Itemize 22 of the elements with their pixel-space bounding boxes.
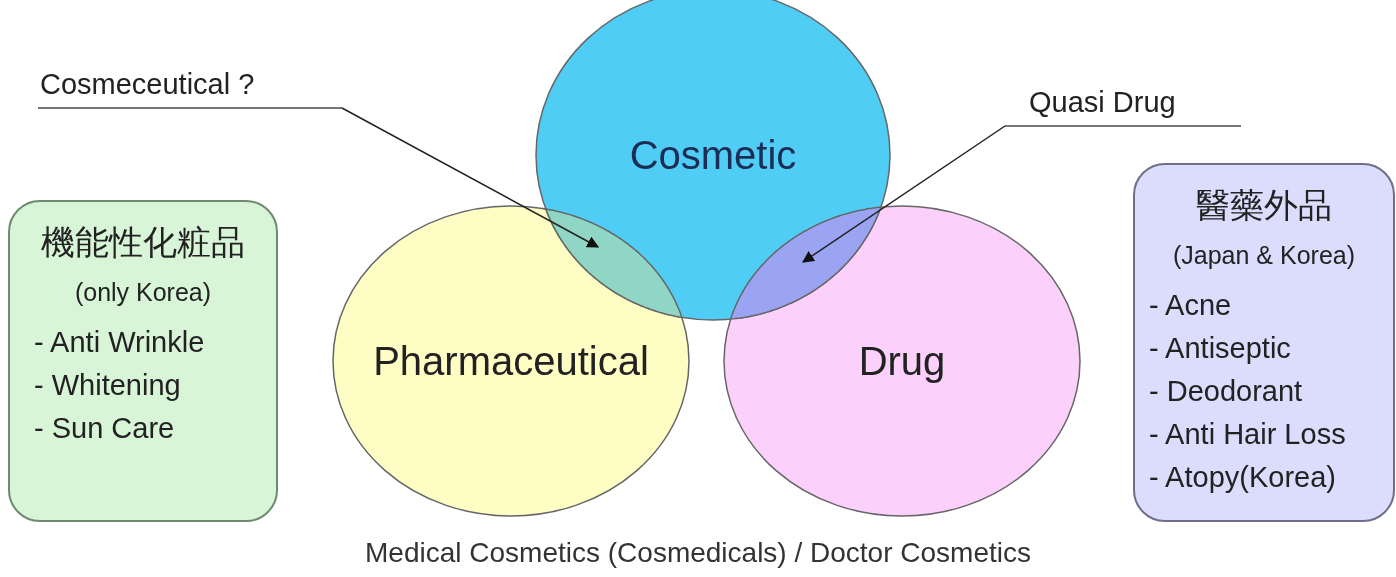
callout-label: Quasi Drug	[1005, 86, 1241, 127]
circle-label: Pharmaceutical	[373, 338, 649, 384]
text-box	[8, 200, 278, 522]
caption: Medical Cosmetics (Cosmedicals) / Doctor Cosmetics	[365, 537, 1031, 568]
text-box	[1133, 163, 1395, 522]
list-item: - Whitening	[34, 368, 181, 403]
box-heading: 機能性化粧品	[40, 223, 246, 263]
list-item: - Anti Wrinkle	[34, 325, 205, 360]
list-item: - Sun Care	[34, 411, 175, 446]
leader-line	[341, 107, 600, 248]
list-item: - Deodorant	[1149, 374, 1303, 409]
box-heading: 醫藥外品	[1195, 186, 1333, 226]
list-item: - Atopy(Korea)	[1149, 460, 1336, 495]
list-item: - Antiseptic	[1149, 331, 1291, 366]
leader-line	[802, 125, 1006, 263]
box-note: (only Korea)	[73, 278, 213, 307]
circle-label: Cosmetic	[629, 132, 797, 178]
circle-label: Drug	[858, 338, 946, 384]
list-item: - Acne	[1149, 288, 1232, 323]
box-note: (Japan & Korea)	[1171, 241, 1356, 270]
list-item: - Anti Hair Loss	[1149, 417, 1346, 452]
callout-label: Cosmeceutical ?	[38, 68, 342, 109]
